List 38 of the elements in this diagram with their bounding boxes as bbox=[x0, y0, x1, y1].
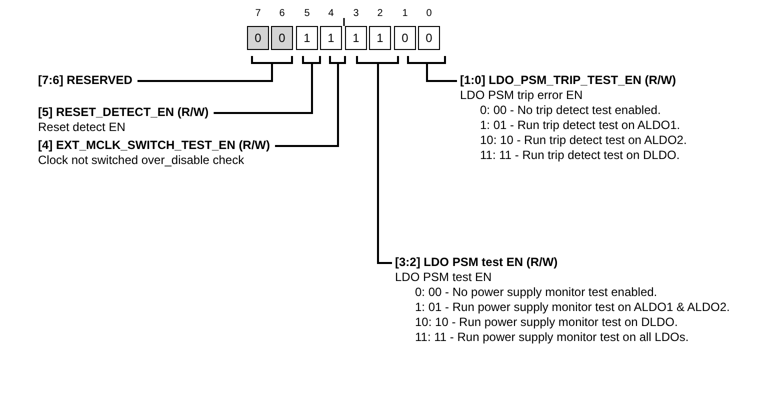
leader-line bbox=[426, 63, 457, 82]
bit-value-cell: 1 bbox=[345, 26, 367, 50]
field-description: Reset detect EN bbox=[38, 120, 126, 135]
bit-value-cell: 0 bbox=[418, 26, 440, 50]
leader-line bbox=[214, 63, 313, 114]
value-description: 1: 01 - Run trip detect test on ALDO1. bbox=[479, 118, 682, 133]
field-description: LDO PSM test EN bbox=[395, 270, 493, 285]
value-description: 11: 11 - Run trip detect test on DLDO. bbox=[479, 148, 681, 163]
bit-value-cell: 1 bbox=[369, 26, 391, 50]
bit-number: 6 bbox=[278, 8, 286, 19]
value-description: 10: 10 - Run power supply monitor test on DLDO. bbox=[414, 315, 679, 330]
field-name: [7:6] RESERVED bbox=[38, 73, 132, 88]
field-name: [5] RESET_DETECT_EN (R/W) bbox=[38, 105, 209, 120]
value-description: 11: 11 - Run power supply monitor test on all LDOs. bbox=[414, 330, 690, 345]
value-description: 0: 00 - No trip detect test enabled. bbox=[479, 103, 662, 118]
value-description: 0: 00 - No power supply monitor test enabled. bbox=[414, 285, 658, 300]
leader-line bbox=[377, 63, 392, 264]
bit-number: 4 bbox=[327, 8, 335, 19]
value-description: 1: 01 - Run power supply monitor test on ALDO1 & ALDO2. bbox=[414, 300, 731, 315]
leader-line bbox=[137, 63, 273, 82]
bit-value-cell: 0 bbox=[271, 26, 293, 50]
bit-value-cell: 1 bbox=[296, 26, 318, 50]
bit-value-cell: 0 bbox=[247, 26, 269, 50]
field-description: Clock not switched over_disable check bbox=[38, 153, 246, 168]
bit-number: 1 bbox=[401, 8, 409, 19]
leader-line bbox=[275, 63, 339, 147]
bit-value-cell: 0 bbox=[394, 26, 416, 50]
bit-number: 3 bbox=[352, 8, 360, 19]
field-description: LDO PSM trip error EN bbox=[460, 88, 584, 103]
field-name: [4] EXT_MCLK_SWITCH_TEST_EN (R/W) bbox=[38, 138, 270, 153]
bit-number: 7 bbox=[254, 8, 262, 19]
bit-number: 5 bbox=[303, 8, 311, 19]
value-description: 10: 10 - Run trip detect test on ALDO2. bbox=[479, 133, 688, 148]
bit-value-cell: 1 bbox=[320, 26, 342, 50]
field-name: [3:2] LDO PSM test EN (R/W) bbox=[395, 255, 558, 270]
bit-number: 2 bbox=[376, 8, 384, 19]
bit-number: 0 bbox=[425, 8, 433, 19]
field-name: [1:0] LDO_PSM_TRIP_TEST_EN (R/W) bbox=[460, 73, 676, 88]
